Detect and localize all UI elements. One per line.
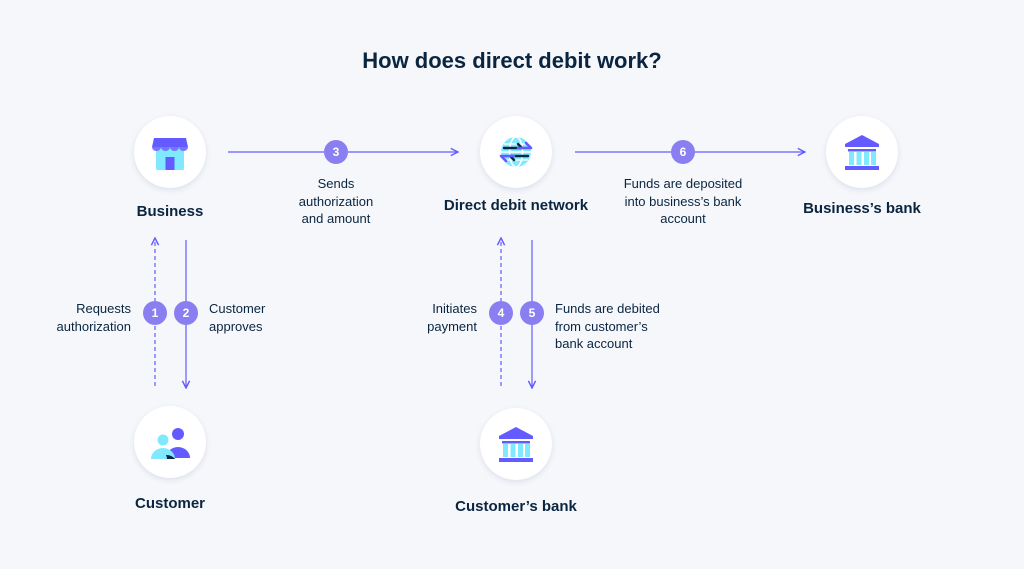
step-5-text: Funds are debited from customer’s bank a… (555, 300, 705, 353)
step-4-line-2: payment (427, 318, 477, 334)
step-6-text: Funds are deposited into business’s bank… (603, 175, 763, 228)
step-3-line-1: Sends (317, 176, 355, 191)
step-4-text: Initiates payment (377, 300, 477, 335)
network-node (480, 116, 552, 188)
step-1-text: Requests authorization (31, 300, 131, 335)
step-4-badge: 4 (489, 301, 513, 325)
customer-bank-node (480, 408, 552, 480)
diagram-title: How does direct debit work? (362, 48, 662, 73)
business-label: Business (136, 203, 204, 220)
step-2-badge: 2 (174, 301, 198, 325)
people-icon (151, 428, 190, 459)
bank-icon (845, 135, 879, 170)
step-2-text: Customer approves (209, 300, 309, 335)
step-6-line-3: account (660, 211, 706, 226)
business-bank-label: Business’s bank (803, 200, 921, 217)
step-6-line-1: Funds are deposited (623, 176, 743, 191)
customer-bank-label: Customer’s bank (455, 498, 577, 515)
step-1-line-1: Requests (76, 301, 131, 316)
step-3-line-3: and amount (301, 211, 371, 226)
step-2-line-1: Customer (209, 301, 266, 316)
step-5-line-3: bank account (555, 336, 633, 351)
step-1-line-2: authorization (56, 318, 131, 334)
step-1-badge: 1 (143, 301, 167, 325)
network-label: Direct debit network (443, 197, 589, 214)
globe-exchange-icon (499, 136, 533, 168)
step-3-badge: 3 (324, 140, 348, 164)
bank-icon (499, 427, 533, 462)
step-4-line-1: Initiates (432, 301, 477, 316)
step-3-line-2: authorization (298, 193, 374, 209)
customer-label: Customer (134, 495, 205, 512)
step-3-text: Sends authorization and amount (271, 175, 401, 228)
customer-node (134, 406, 206, 478)
business-bank-node (826, 116, 898, 188)
step-6-line-2: into business’s bank (624, 193, 742, 209)
step-2-line-2: approves (209, 318, 263, 334)
business-node (134, 116, 206, 188)
step-6-badge: 6 (671, 140, 695, 164)
step-5-badge: 5 (520, 301, 544, 325)
step-5-line-1: Funds are debited (555, 301, 660, 316)
step-5-line-2: from customer’s (555, 318, 648, 334)
storefront-icon (152, 138, 188, 170)
